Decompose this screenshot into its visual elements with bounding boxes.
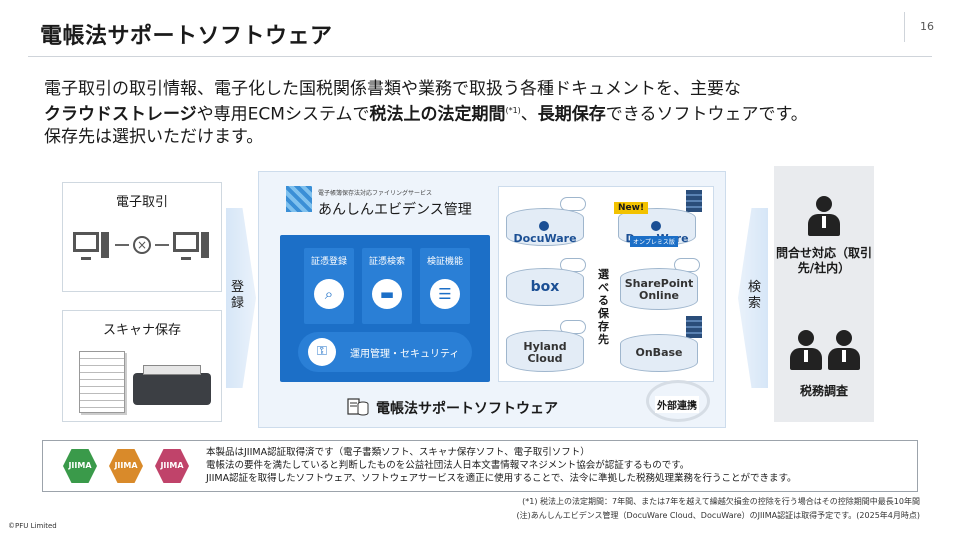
document-icon xyxy=(79,351,125,413)
logo-tagline: 電子帳簿保存法対応ファイリングサービス xyxy=(318,190,433,197)
inquiry-label: 問合せ対応（取引先/社内） xyxy=(775,246,872,275)
ops-label: 運用管理・セキュリティ xyxy=(350,349,460,360)
docuware-logo-icon xyxy=(650,221,661,231)
new-badge: New! xyxy=(614,202,649,214)
jiima-badge-icon: JIIMA xyxy=(60,447,100,487)
ecommerce-diagram: × xyxy=(63,230,221,260)
computer-icon xyxy=(173,230,211,260)
page-title: 電帳法サポートソフトウェア xyxy=(40,24,333,49)
intro-end: できるソフトウェアです。 xyxy=(605,104,808,125)
scanner-tray-icon xyxy=(143,365,201,375)
intro-bold-longterm: 長期保存 xyxy=(537,104,606,125)
feature-label: 検証機能 xyxy=(426,257,463,267)
intro-bold-period: 税法上の法定期間 xyxy=(369,104,506,125)
docuware-logo-icon xyxy=(538,221,549,231)
feature-label: 証憑登録 xyxy=(310,257,347,267)
ecommerce-title: 電子取引 xyxy=(115,195,168,210)
feature-verification: 検証機能 ☰ xyxy=(420,248,470,324)
footnote-2: (注)あんしんエビデンス管理（DocuWare Cloud、DocuWare）の… xyxy=(516,511,920,520)
jiima-badge-icon: JIIMA xyxy=(106,447,146,487)
feature-search: 証憑検索 ▬ xyxy=(362,248,412,324)
ops-security: ⚿ 運用管理・セキュリティ xyxy=(298,332,472,372)
sync-icon xyxy=(646,380,710,422)
logo-name: あんしんエビデンス管理 xyxy=(318,202,472,218)
intro-line-3: 保存先は選択いただけます。 xyxy=(44,126,264,147)
header-divider xyxy=(904,12,905,42)
jiima-text: 本製品はJIIMA認証取得済です（電子書類ソフト、スキャナ保存ソフト、電子取引ソ… xyxy=(206,446,797,485)
scanner-panel: スキャナ保存 xyxy=(62,310,222,422)
jiima-badge-icon: JIIMA xyxy=(152,447,192,487)
footnote-1: (*1) 税法上の法定期間：7年間、または7年を越えて繰越欠損金の控除を行う場合… xyxy=(522,497,920,506)
intro-footnote-ref: (*1) xyxy=(505,106,521,115)
storage-label: OnBase xyxy=(635,346,683,359)
storage-label: Hyland Cloud xyxy=(523,340,567,365)
solution-title: 電帳法サポートソフトウェア xyxy=(376,401,558,417)
choice-label: 選べる保存先 xyxy=(598,268,609,346)
storage-sharepoint: SharePoint Online xyxy=(620,268,698,310)
checklist-icon: ☰ xyxy=(430,279,460,309)
intro-bold-cloud: クラウドストレージ xyxy=(44,104,197,125)
register-label: 登録 xyxy=(231,280,245,311)
link-line xyxy=(155,244,169,246)
feature-label: 証憑検索 xyxy=(368,257,405,267)
document-database-icon xyxy=(347,398,369,416)
auditor-icon xyxy=(788,330,824,370)
storage-label: box xyxy=(530,279,560,295)
key-icon: ⚿ xyxy=(308,338,336,366)
intro-mid: や専用ECMシステムで xyxy=(196,104,370,125)
jiima-line-3: JIIMA認証を取得したソフトウェア、ソフトウェアサービスを適正に使用することで… xyxy=(206,473,797,484)
jiima-line-2: 電帳法の要件を満たしていると判断したものを公益社団法人日本文書情報マネジメント協… xyxy=(206,460,690,471)
intro-text: 電子取引の取引情報、電子化した国税関係書類や業務で取扱う各種ドキュメントを、主要… xyxy=(44,78,934,148)
scanner-icon xyxy=(133,373,211,405)
storage-hyland: Hyland Cloud xyxy=(506,330,584,372)
folder-search-icon: ⌕ xyxy=(314,279,344,309)
person-laptop-icon xyxy=(806,196,842,236)
intro-comma: 、 xyxy=(520,104,538,125)
search-label: 検索 xyxy=(748,280,762,311)
server-icon xyxy=(686,190,702,212)
folder-icon: ▬ xyxy=(372,279,402,309)
feature-registration: 証憑登録 ⌕ xyxy=(304,248,354,324)
onprem-badge: オンプレミス版 xyxy=(630,236,678,247)
scanner-title: スキャナ保存 xyxy=(102,323,181,338)
storage-docuware-cloud: DocuWare xyxy=(506,208,584,246)
jiima-line-1: 本製品はJIIMA認証取得済です（電子書類ソフト、スキャナ保存ソフト、電子取引ソ… xyxy=(206,447,590,458)
computer-icon xyxy=(73,230,111,260)
copyright: ©PFU Limited xyxy=(8,522,57,530)
link-line xyxy=(115,244,129,246)
audit-label: 税務調査 xyxy=(799,384,848,398)
intro-line-1: 電子取引の取引情報、電子化した国税関係書類や業務で取扱う各種ドキュメントを、主要… xyxy=(44,79,741,99)
storage-box: box xyxy=(506,268,584,306)
external-link-label: 外部連携 xyxy=(655,396,699,413)
intro-line-2: クラウドストレージや専用ECMシステムで税法上の法定期間(*1)、長期保存できる… xyxy=(44,100,934,126)
exchange-icon: × xyxy=(133,236,151,254)
storage-onbase: OnBase xyxy=(620,334,698,372)
storage-label: SharePoint Online xyxy=(624,277,694,302)
server-icon xyxy=(686,316,702,338)
logo-mark-icon xyxy=(286,186,312,212)
ecommerce-panel: 電子取引 × xyxy=(62,182,222,292)
storage-label: DocuWare xyxy=(513,232,577,245)
page-number: 16 xyxy=(920,20,934,33)
title-rule xyxy=(28,56,932,57)
auditor-icon xyxy=(826,330,862,370)
